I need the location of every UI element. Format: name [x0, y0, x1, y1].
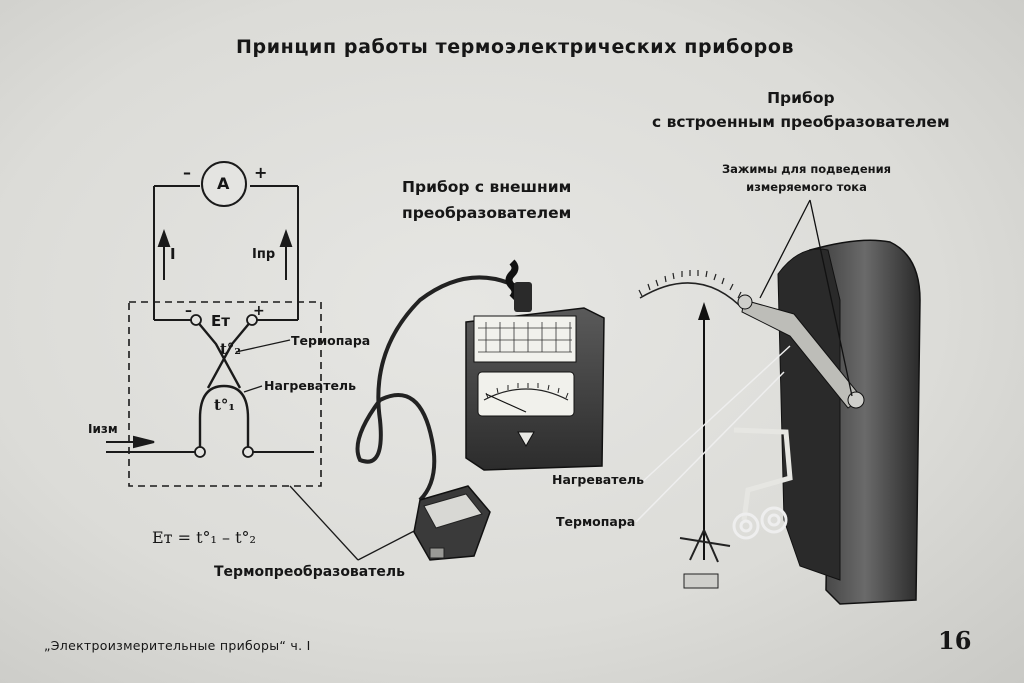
meter-scale-upper-ticks: [478, 322, 572, 353]
meter-arc-ticks: [485, 383, 569, 399]
builtin-heading-line1: Прибор: [767, 89, 835, 107]
terminal-plus: +: [253, 303, 265, 319]
external-device-heading: Прибор с внешним преобразователем: [402, 174, 571, 226]
spiral-springs: [732, 506, 788, 540]
cable-connector: [514, 282, 532, 312]
meter-scale-upper: [473, 315, 577, 363]
current-i-label: I: [170, 245, 176, 263]
converter-dashed-box: [128, 301, 322, 487]
builtin-heater-label: Нагреватель: [552, 472, 644, 487]
circuit-terminals: [190, 314, 258, 458]
circuit-top-wire: [153, 185, 299, 320]
current-arrow-right: [279, 229, 293, 280]
builtin-device-heading: Прибор с встроенным преобразователем: [652, 86, 950, 134]
heater-label: Нагреватель: [264, 378, 356, 393]
ammeter-symbol: [201, 161, 247, 207]
converter-leader-1: [289, 485, 359, 561]
external-converter-device: [355, 259, 605, 561]
footer-source: „Электроизмерительные приборы“ ч. I: [44, 638, 311, 653]
heater-leader-right: [639, 345, 791, 485]
emf-label: Eт: [211, 312, 230, 330]
converter-terminal: [429, 547, 445, 559]
builtin-heading-line2: с встроенным преобразователем: [652, 113, 950, 131]
connecting-cable: [355, 275, 521, 502]
t2-label: t°₂: [220, 340, 241, 358]
meter-scale-lower: [477, 371, 575, 417]
clamps-label: Зажимы для подведения измеряемого тока: [722, 160, 891, 196]
input-current-label: Iизм: [88, 422, 118, 436]
thermocouple-leader-right: [635, 371, 785, 523]
pointer-spindle: [679, 529, 731, 563]
slide-title: Принцип работы термоэлектрических прибор…: [236, 36, 795, 58]
clamps-leader: [759, 199, 853, 397]
heater-wire: [198, 384, 250, 452]
page-number: 16: [938, 626, 972, 655]
terminal-minus: –: [185, 303, 192, 319]
thermoconverter-circuit: [106, 161, 421, 561]
ammeter-label: A: [217, 174, 230, 193]
current-ipr-label: Iпр: [252, 247, 276, 262]
meter-logo: [517, 431, 535, 448]
thermocouple-label: Термопара: [291, 333, 371, 348]
external-heading-line1: Прибор с внешним: [402, 178, 572, 196]
thermocouple-leader: [235, 339, 291, 353]
input-arrow: [106, 435, 155, 449]
emf-formula: Eт = t°₁ – t°₂: [152, 528, 256, 547]
builtin-converter-device: [635, 199, 921, 605]
ammeter-minus: –: [183, 163, 191, 182]
clamps-label-line2: измеряемого тока: [746, 180, 867, 194]
heater-leader: [243, 385, 263, 393]
clamp-left: [737, 294, 753, 310]
clamps-label-line1: Зажимы для подведения: [722, 162, 892, 176]
converter-label: Термопреобразователь: [214, 564, 405, 580]
current-arrow-left: [157, 229, 171, 280]
ammeter-plus: +: [254, 163, 268, 182]
dial-ticks: [638, 270, 742, 299]
dial-arc: [639, 282, 747, 313]
thermocouple-shaft: [733, 427, 793, 521]
clamp-right: [847, 391, 865, 409]
heater-bar: [741, 299, 863, 409]
t1-label: t°₁: [214, 396, 235, 414]
pointer-arrowhead: [698, 302, 710, 320]
external-heading-line2: преобразователем: [402, 204, 572, 222]
meter-needle: [485, 393, 527, 413]
pointer-crank: [683, 573, 719, 589]
converter-leader-2: [357, 527, 421, 561]
meter-arc: [483, 388, 569, 401]
builtin-thermocouple-label: Термопара: [556, 514, 636, 529]
thermocouple-wires: [195, 319, 253, 389]
